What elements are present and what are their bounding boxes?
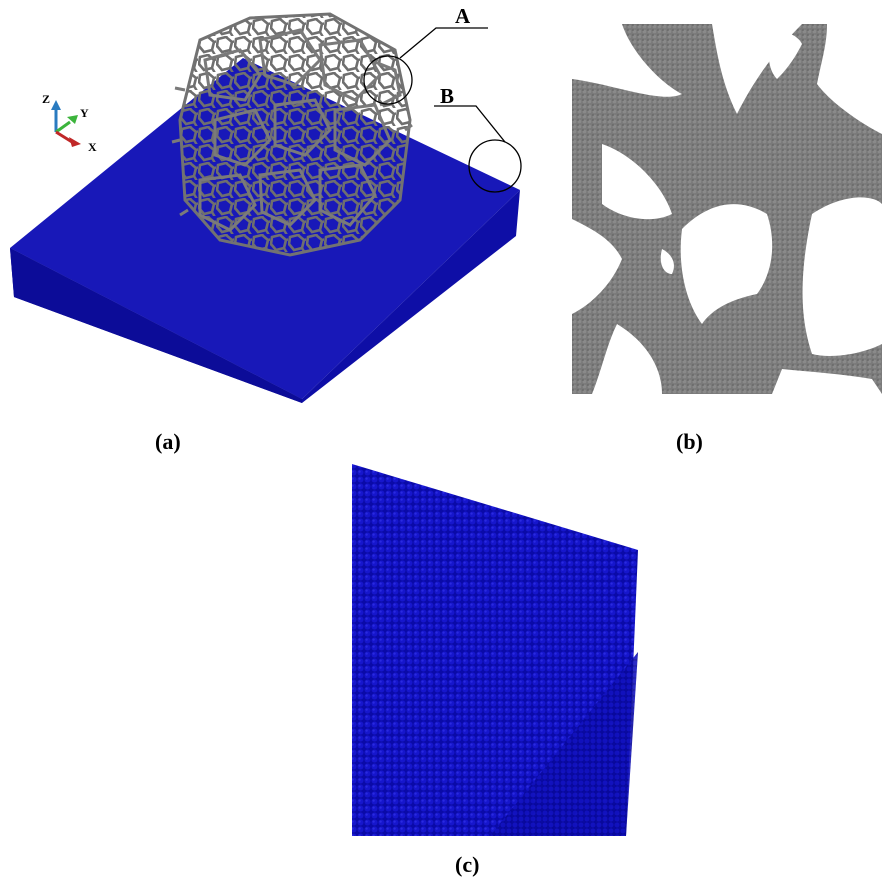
substrate-right-face bbox=[302, 190, 520, 403]
callout-a-leader bbox=[399, 27, 488, 59]
caption-b: (b) bbox=[676, 429, 703, 454]
panel-c-figure bbox=[350, 462, 642, 838]
panel-b-figure bbox=[572, 24, 882, 394]
panel-a-figure bbox=[0, 0, 540, 410]
axis-label-x: X bbox=[88, 140, 97, 154]
panel-b-svg bbox=[572, 24, 882, 394]
axis-label-y: Y bbox=[80, 106, 89, 120]
panel-c-svg bbox=[352, 464, 638, 836]
axis-triad bbox=[51, 100, 81, 147]
axis-label-z: Z bbox=[42, 92, 51, 106]
callout-b-leader bbox=[434, 105, 506, 143]
callout-b-label: B bbox=[440, 84, 455, 108]
voids bbox=[572, 24, 882, 394]
panel-a-svg bbox=[10, 12, 522, 403]
substrate-particles-side bbox=[490, 652, 638, 836]
callout-a-circle bbox=[363, 55, 413, 105]
foam-lattice bbox=[171, 12, 413, 257]
callout-b-circle bbox=[468, 139, 522, 193]
callout-a-label: A bbox=[455, 4, 471, 28]
caption-c: (c) bbox=[455, 852, 480, 877]
caption-a: (a) bbox=[155, 429, 181, 454]
